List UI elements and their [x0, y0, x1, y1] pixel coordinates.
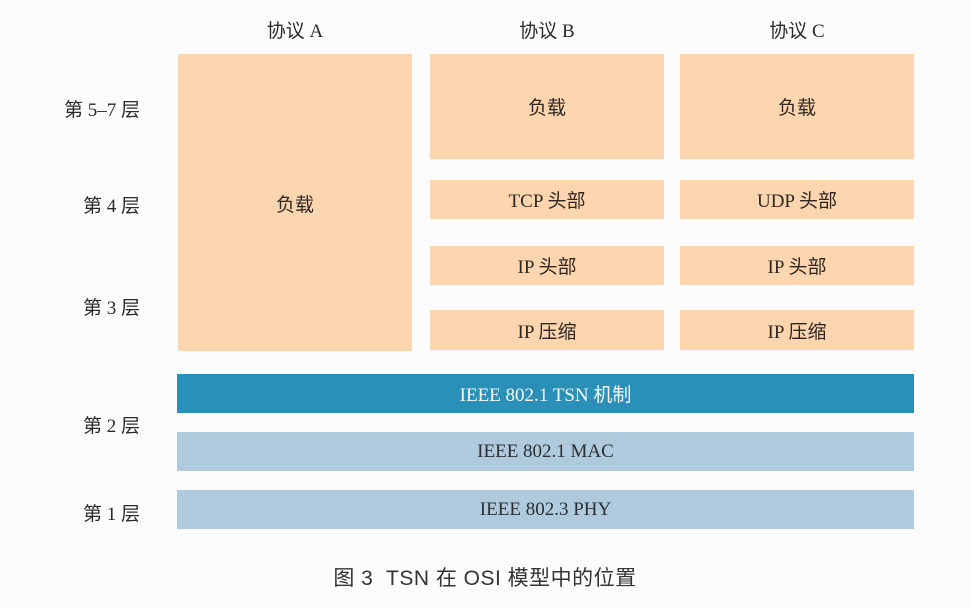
- figure-caption: 图 3 TSN 在 OSI 模型中的位置: [333, 567, 637, 590]
- protocol-c-ip-header-label: IP 头部: [767, 257, 827, 278]
- protocol-c-ip-compression-label: IP 压缩: [767, 321, 827, 343]
- mac-bar: IEEE 802.1 MAC: [177, 432, 914, 471]
- tsn-mechanism-label: IEEE 802.1 TSN 机制: [459, 385, 632, 406]
- protocol-b-tcp-header-box: TCP 头部: [430, 180, 664, 219]
- protocol-b-tcp-header-label: TCP 头部: [508, 191, 586, 212]
- protocol-c-ip-header-box: IP 头部: [680, 246, 914, 285]
- phy-label: IEEE 802.3 PHY: [479, 498, 612, 520]
- protocol-a-payload-box: 负载: [178, 54, 412, 351]
- column-title-protocol-c: 协议 C: [769, 21, 825, 42]
- protocol-b-payload-box: 负载: [430, 54, 664, 159]
- layer-label-4: 第 4 层: [82, 196, 140, 217]
- protocol-b-ip-compression-label: IP 压缩: [517, 321, 577, 343]
- protocol-b-ip-compression-box: IP 压缩: [430, 310, 664, 350]
- tsn-mechanism-bar: IEEE 802.1 TSN 机制: [177, 374, 914, 413]
- protocol-a-payload-label: 负载: [275, 195, 314, 216]
- protocol-b-payload-label: 负载: [527, 98, 566, 119]
- layer-label-3: 第 3 层: [82, 298, 140, 319]
- protocol-c-payload-box: 负载: [680, 54, 914, 159]
- protocol-b-ip-header-box: IP 头部: [430, 246, 664, 285]
- column-title-protocol-b: 协议 B: [519, 21, 575, 42]
- layer-label-5-7: 第 5–7 层: [63, 100, 140, 121]
- layer-label-1: 第 1 层: [82, 504, 140, 525]
- protocol-c-udp-header-label: UDP 头部: [756, 191, 838, 212]
- protocol-c-udp-header-box: UDP 头部: [680, 180, 914, 219]
- protocol-b-ip-header-label: IP 头部: [517, 257, 577, 278]
- protocol-c-payload-label: 负载: [777, 98, 816, 119]
- phy-bar: IEEE 802.3 PHY: [177, 490, 914, 529]
- column-title-protocol-a: 协议 A: [266, 21, 324, 42]
- mac-label: IEEE 802.1 MAC: [477, 440, 614, 462]
- layer-label-2: 第 2 层: [82, 416, 140, 437]
- protocol-c-ip-compression-box: IP 压缩: [680, 310, 914, 350]
